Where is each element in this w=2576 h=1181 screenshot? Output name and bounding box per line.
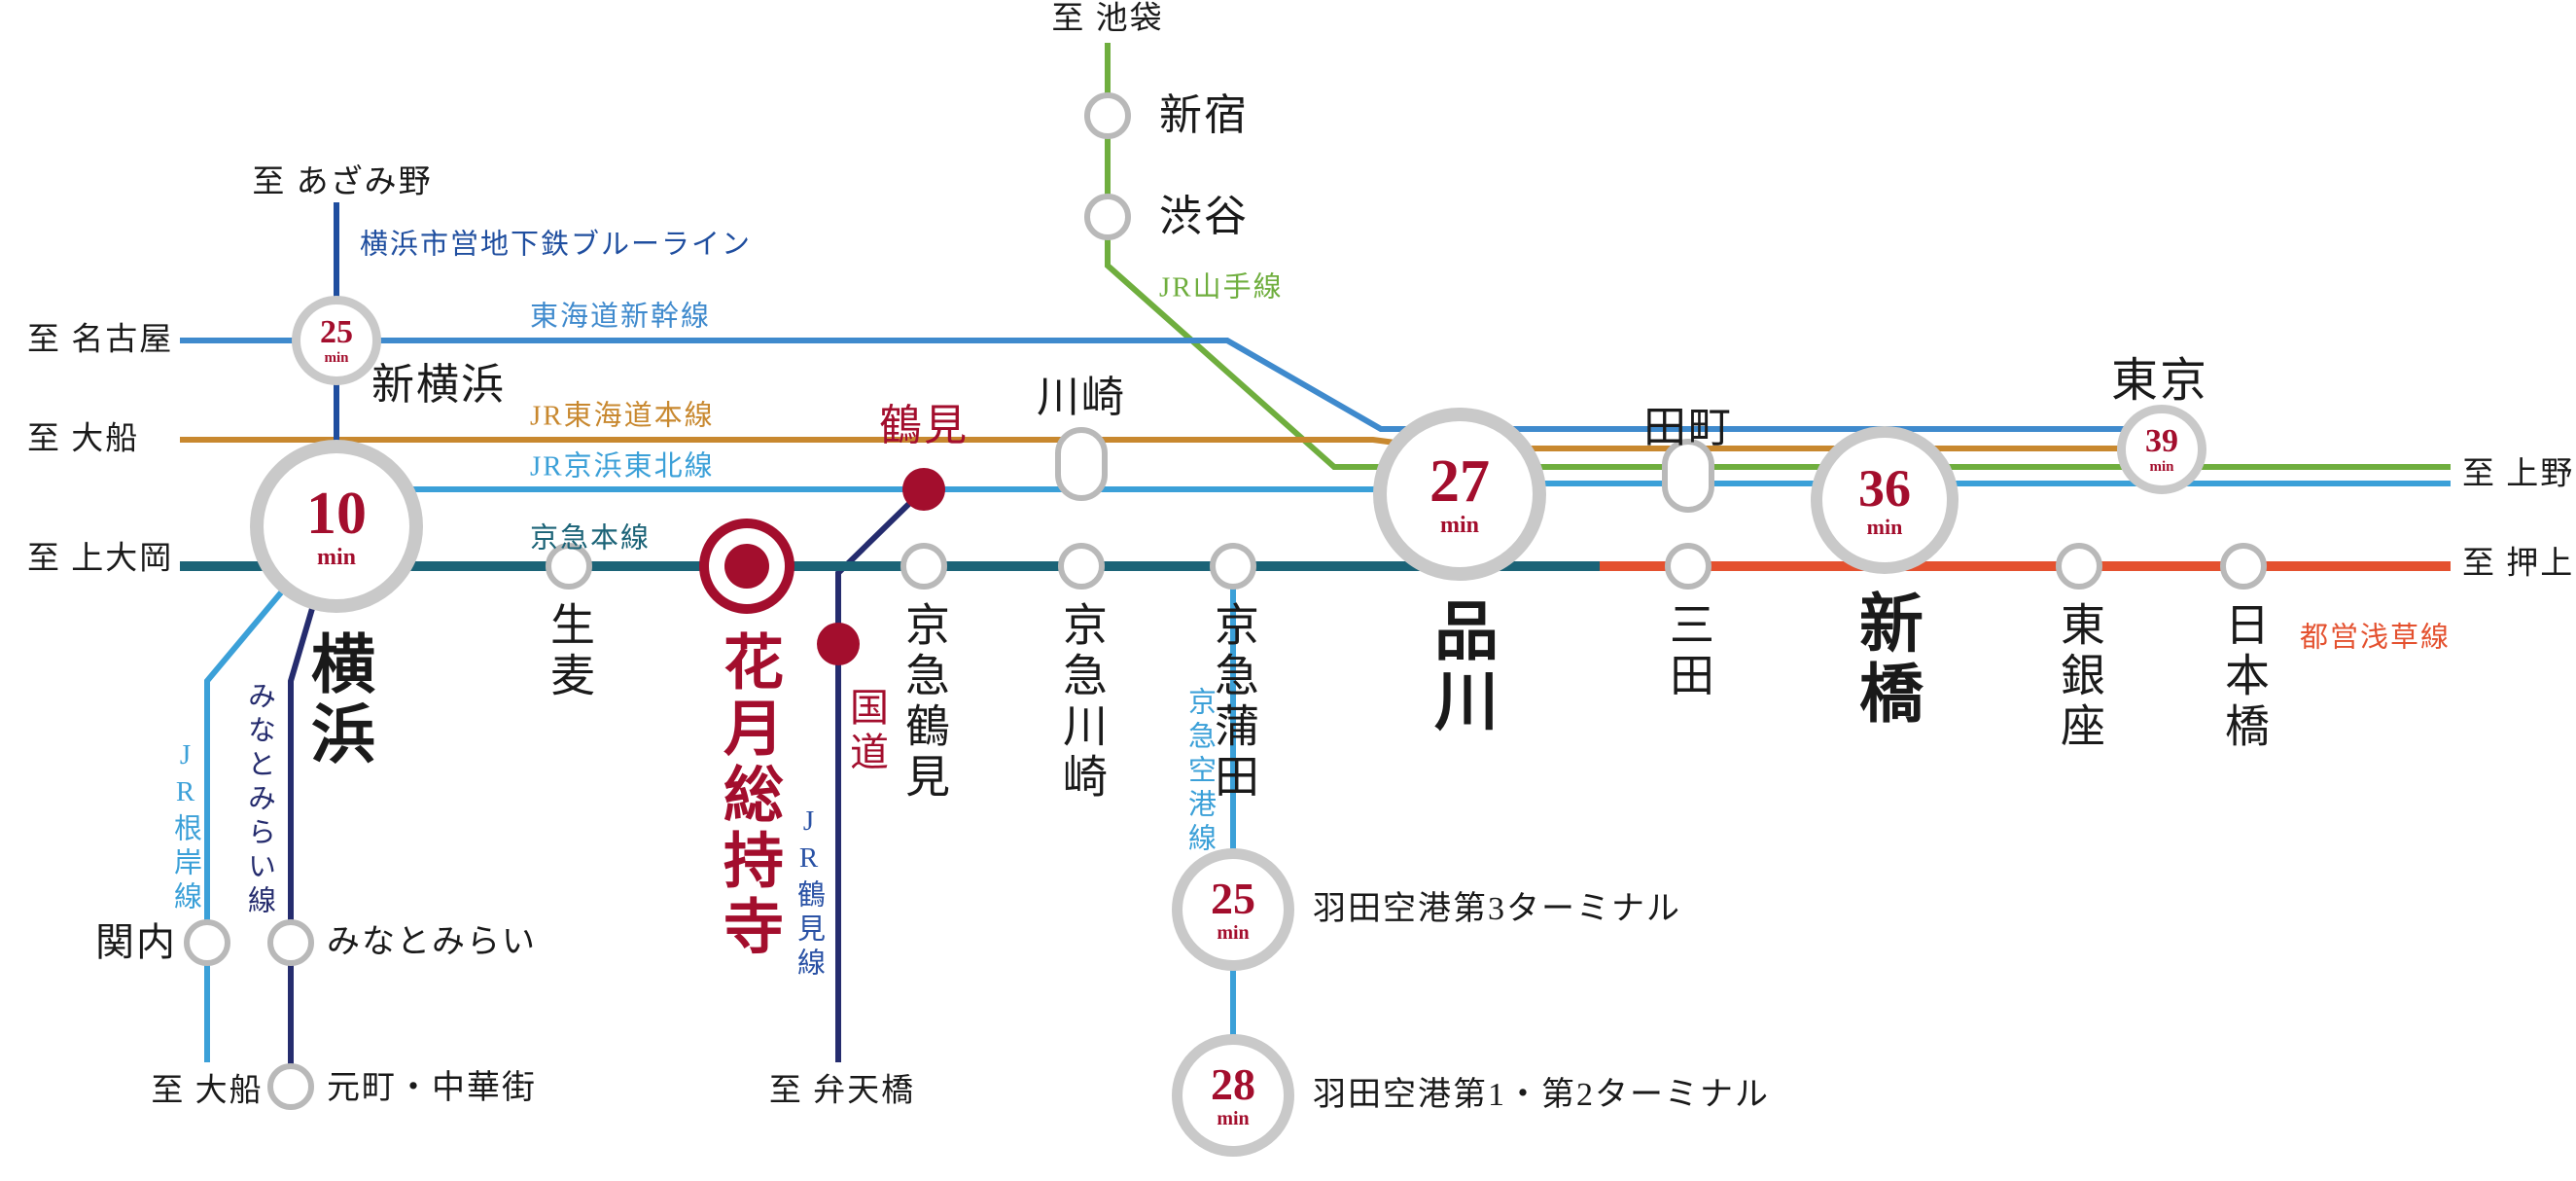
station-circle-keikyu-kamata — [1210, 543, 1256, 590]
station-circle-kawasaki — [1055, 427, 1108, 501]
label-to-azamino: 至 あざみ野 — [252, 164, 433, 200]
label-airport-line: 京急空港線 — [1183, 687, 1216, 857]
station-circle-shibuya — [1084, 194, 1131, 240]
label-to-kamiooka: 至 上大岡 — [27, 541, 174, 577]
kagetsu-sojiji-marker-dot — [724, 544, 769, 589]
label-asakusa-line: 都営浅草線 — [2299, 622, 2451, 654]
label-yokohama: 横浜 — [301, 630, 372, 770]
badge-unit: min — [1217, 922, 1250, 944]
yamanote-line-path — [1105, 43, 2451, 470]
badge-minutes: 10 — [306, 481, 367, 547]
badge-unit: min — [1439, 513, 1479, 538]
label-shin-yokohama: 新横浜 — [371, 361, 506, 409]
station-circle-keikyu-kawasaki — [1058, 543, 1105, 590]
label-higashi-ginza: 東銀座 — [2055, 601, 2104, 753]
time-badge-yokohama: 10 min — [250, 440, 423, 613]
label-to-ueno: 至 上野 — [2462, 456, 2575, 492]
station-circle-minatomirai — [267, 919, 314, 966]
station-circle-higashi-ginza — [2056, 543, 2102, 590]
label-to-ofuna-south: 至 大船 — [151, 1073, 264, 1109]
station-circle-nihombashi — [2220, 543, 2267, 590]
label-tsurumi-line: JR鶴見線 — [793, 805, 825, 982]
label-kannai: 関内 — [95, 920, 177, 964]
badge-unit: min — [1866, 515, 1903, 539]
label-keikyu-main-line: 京急本線 — [530, 522, 652, 555]
label-kokudo: 国道 — [844, 687, 888, 776]
label-minatomirai: みなとみらい — [327, 924, 537, 960]
label-keikyu-kawasaki: 京急川崎 — [1057, 601, 1107, 804]
label-to-ofuna-west: 至 大船 — [27, 421, 140, 457]
station-circle-tamachi — [1662, 439, 1714, 513]
time-badge-tokyo: 39 min — [2117, 405, 2206, 494]
station-circle-mita — [1665, 543, 1711, 590]
badge-minutes: 27 — [1429, 448, 1490, 515]
time-badge-shimbashi: 36 min — [1811, 426, 1958, 574]
badge-unit: min — [316, 545, 356, 570]
badge-minutes: 28 — [1211, 1059, 1255, 1109]
label-kawasaki: 川崎 — [1037, 374, 1126, 421]
label-to-bentenbashi: 至 弁天橋 — [768, 1073, 916, 1109]
kagetsu-sojiji-marker — [699, 519, 794, 614]
label-mita: 三田 — [1664, 601, 1713, 702]
tsurumi-station-dot — [902, 468, 945, 511]
badge-unit: min — [2149, 458, 2174, 475]
label-to-ikebukuro: 至 池袋 — [1051, 1, 1164, 37]
label-yamanote-line: JR山手線 — [1159, 271, 1284, 304]
badge-minutes: 36 — [1858, 459, 1911, 518]
label-shinjuku: 新宿 — [1159, 91, 1249, 139]
badge-minutes: 39 — [2145, 422, 2178, 459]
label-tsurumi: 鶴見 — [879, 402, 969, 449]
label-nihombashi: 日本橋 — [2219, 601, 2269, 753]
label-shinagawa: 品川 — [1425, 597, 1496, 737]
label-keikyu-tsurumi: 京急鶴見 — [900, 601, 949, 804]
label-to-nagoya: 至 名古屋 — [27, 322, 174, 358]
station-circle-keikyu-tsurumi — [900, 543, 947, 590]
shinkansen-line-path — [180, 338, 2144, 432]
label-shibuya: 渋谷 — [1159, 193, 1249, 240]
badge-minutes: 25 — [1211, 874, 1255, 923]
badge-unit: min — [1217, 1108, 1250, 1129]
badge-minutes: 25 — [320, 313, 353, 350]
label-haneda-terminal1-2: 羽田空港第1・第2ターミナル — [1313, 1077, 1770, 1113]
label-haneda-terminal3: 羽田空港第3ターミナル — [1313, 891, 1681, 927]
station-circle-motomachi-chukagai — [267, 1063, 314, 1110]
time-badge-shinagawa: 27 min — [1373, 408, 1546, 581]
label-shimbashi: 新橋 — [1850, 590, 1921, 730]
label-minatomirai-line: みなとみらい線 — [243, 681, 275, 919]
label-to-oshiage: 至 押上 — [2462, 546, 2575, 582]
label-shinkansen-line: 東海道新幹線 — [530, 301, 712, 333]
label-negishi-line: JR根岸線 — [169, 739, 201, 915]
label-keihin-tohoku-line: JR京浜東北線 — [530, 450, 715, 483]
label-keikyu-kamata: 京急蒲田 — [1209, 601, 1258, 804]
label-namamugi: 生麦 — [545, 601, 594, 702]
label-motomachi-chukagai: 元町・中華街 — [327, 1070, 537, 1106]
time-badge-haneda-t12: 28 min — [1172, 1034, 1294, 1157]
time-badge-haneda-t3: 25 min — [1172, 848, 1294, 971]
station-circle-kannai — [184, 919, 230, 966]
label-tamachi: 田町 — [1643, 404, 1733, 451]
tsurumi-line-path — [835, 486, 927, 1062]
label-kagetsu-sojiji: 花月総持寺 — [714, 630, 780, 961]
time-badge-shin-yokohama: 25 min — [292, 296, 381, 385]
badge-unit: min — [324, 349, 349, 366]
station-circle-namamugi — [546, 543, 592, 590]
label-tokyo: 東京 — [2110, 355, 2209, 407]
station-circle-shinjuku — [1084, 92, 1131, 139]
label-tokaido-line: JR東海道本線 — [530, 400, 715, 432]
kokudo-station-dot — [817, 623, 860, 665]
label-subway-blue-line: 横浜市営地下鉄ブルーライン — [360, 229, 753, 261]
